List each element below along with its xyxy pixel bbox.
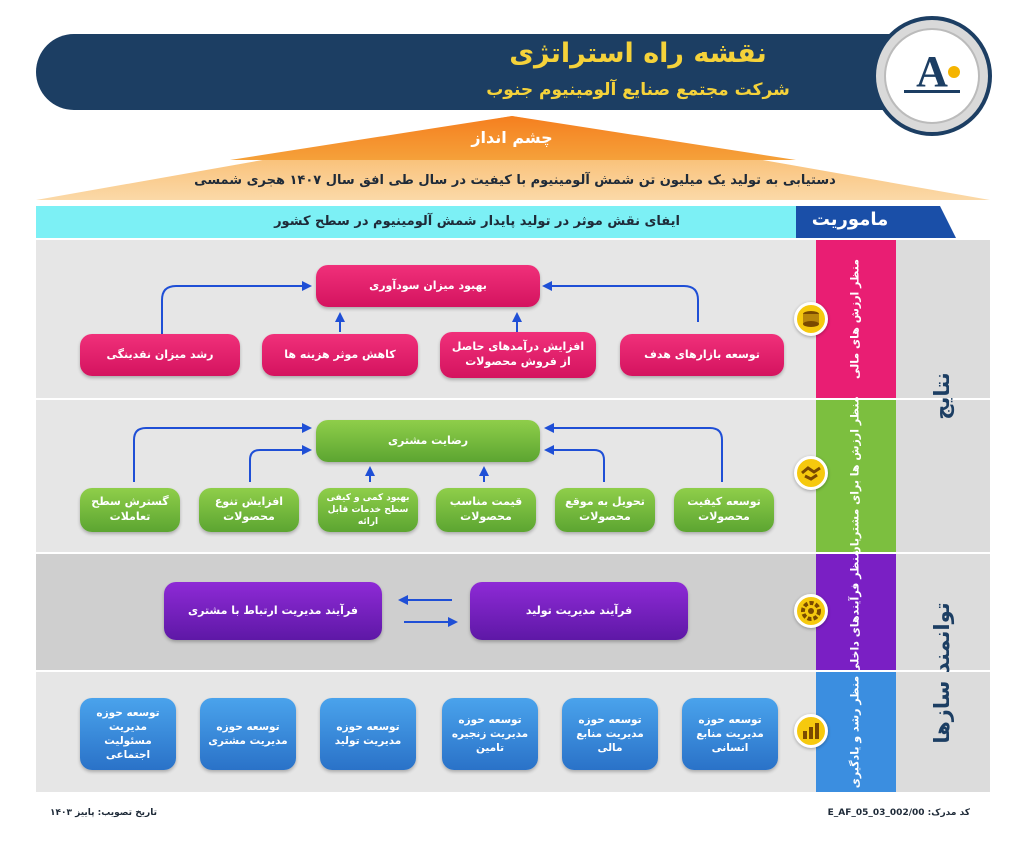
approval-date: تاریخ تصویب: پاییز ۱۴۰۳ [50, 808, 157, 818]
growth-finance: توسعه حوزه مدیریت منابع مالی [562, 698, 658, 770]
process-production: فرآیند مدیریت تولید [470, 582, 688, 640]
group-label-wedge [896, 240, 990, 792]
page-title: نقشه راه استراتژی [509, 38, 767, 69]
growth-hr: توسعه حوزه مدیریت منابع انسانی [682, 698, 778, 770]
company-logo: A [884, 28, 980, 124]
goal-profitability: بهبود میزان سودآوری [316, 265, 540, 307]
goal-fair-price: قیمت مناسب محصولات [436, 488, 536, 532]
vision-roof-top [230, 116, 796, 160]
perspective-internal: منظر فرآیندهای داخلی [816, 550, 896, 674]
goal-product-quality: توسعه کیفیت محصولات [674, 488, 774, 532]
vision-text: دستیابی به تولید یک میلیون تن شمش آلومین… [194, 173, 836, 188]
document-code: کد مدرک: E_AF_05_03_002/00 [827, 808, 970, 818]
coins-icon [794, 302, 828, 336]
mission-label: ماموریت [811, 209, 889, 230]
svg-text:A: A [916, 47, 948, 96]
mission-text: ایفای نقش موثر در تولید پایدار شمش آلومی… [274, 214, 680, 229]
goal-sales-revenue: افزایش درآمدهای حاصل از فروش محصولات [440, 332, 596, 378]
process-crm: فرآیند مدیریت ارتباط با مشتری [164, 582, 382, 640]
growth-supply-chain: توسعه حوزه مدیریت زنجیره تامین [442, 698, 538, 770]
perspective-growth: منظر رشد و یادگیری [816, 672, 896, 792]
handshake-icon [794, 456, 828, 490]
goal-liquidity: رشد میزان نقدینگی [80, 334, 240, 376]
goal-on-time-delivery: تحویل به موقع محصولات [555, 488, 655, 532]
customer-arrows [133, 427, 723, 482]
perspective-customer: منظر ارزش ها برای مشتریان [816, 396, 896, 556]
vision-title: چشم انداز [471, 128, 553, 147]
growth-customer: توسعه حوزه مدیریت مشتری [200, 698, 296, 770]
goal-target-markets: توسعه بازارهای هدف [620, 334, 784, 376]
perspective-financial: منظر ارزش های مالی [816, 240, 896, 398]
goal-product-variety: افزایش تنوع محصولات [199, 488, 299, 532]
goal-service-level: بهبود کمی و کیفی سطح خدمات قابل ارائه [318, 488, 418, 532]
internal-arrows [404, 599, 452, 623]
group-label-capabilities: توانمند سازها [930, 602, 954, 744]
header-bar [36, 34, 956, 110]
mission-label-tab [796, 206, 956, 238]
growth-social-responsibility: توسعه حوزه مدیریت مسئولیت اجتماعی [80, 698, 176, 770]
growth-production: توسعه حوزه مدیریت تولید [320, 698, 416, 770]
chart-icon [794, 714, 828, 748]
logo-icon: A [904, 47, 960, 96]
goal-cost-reduction: کاهش موثر هزینه ها [262, 334, 418, 376]
group-label-results: نتایج [930, 372, 954, 420]
mission-bar [36, 206, 796, 238]
gear-icon [794, 594, 828, 628]
goal-customer-satisfaction: رضایت مشتری [316, 420, 540, 462]
goal-interaction-level: گسترش سطح تعاملات [80, 488, 180, 532]
page-subtitle: شرکت مجتمع صنایع آلومینیوم جنوب [486, 80, 790, 100]
